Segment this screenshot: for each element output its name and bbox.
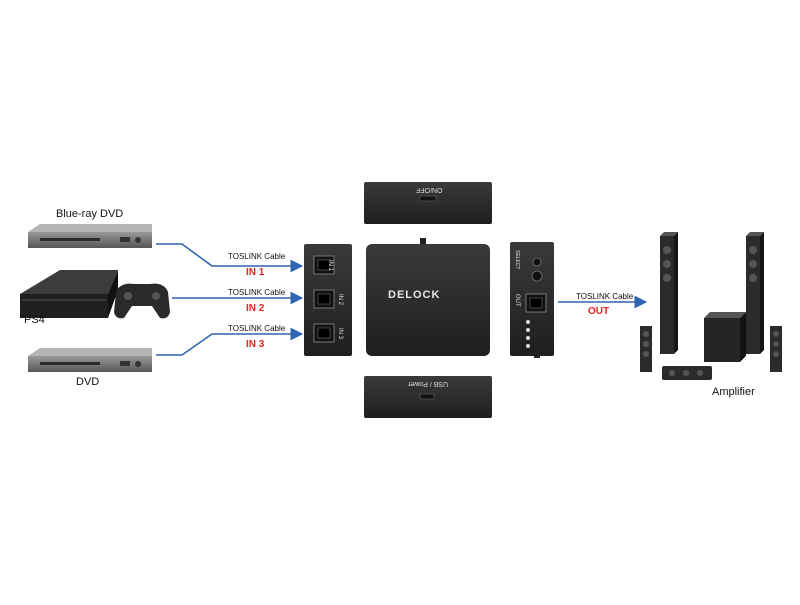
output-panel — [510, 242, 554, 358]
top-panel — [364, 182, 492, 224]
cable-label-in2: TOSLINK Cable — [228, 288, 286, 297]
port-label-in1: IN 1 — [246, 267, 265, 278]
top-panel-label: ON/OFF — [416, 186, 443, 193]
source-label-ps4: PS4 — [24, 314, 45, 326]
bluray-player-icon — [28, 224, 152, 248]
panel-label-in3: IN 3 — [337, 328, 343, 340]
panel-label-in1: IN 1 — [327, 260, 333, 272]
ps4-console-icon — [20, 270, 118, 318]
destination-label-amplifier: Amplifier — [712, 386, 755, 398]
input-panel — [304, 244, 352, 356]
game-controller-icon — [114, 283, 170, 319]
port-label-in2: IN 2 — [246, 303, 265, 314]
input-cables — [156, 243, 304, 356]
cable-label-in3: TOSLINK Cable — [228, 324, 286, 333]
cable-label-in1: TOSLINK Cable — [228, 252, 286, 261]
speaker-system-icon — [640, 232, 782, 380]
switch-box — [366, 238, 490, 356]
port-label-out: OUT — [588, 306, 610, 317]
bottom-panel-label: USB / Power — [408, 380, 449, 387]
out-panel-select-label: SELECT — [514, 250, 520, 270]
cable-label-out: TOSLINK Cable — [576, 292, 634, 301]
out-panel-out-label: OUT — [514, 294, 520, 307]
port-label-in3: IN 3 — [246, 339, 265, 350]
source-label-dvd: DVD — [76, 376, 100, 388]
brand-logo: DELOCK — [388, 289, 441, 301]
source-label-bluray: Blue-ray DVD — [56, 208, 124, 220]
dvd-player-icon — [28, 348, 152, 372]
panel-label-in2: IN 2 — [337, 294, 343, 306]
bottom-panel — [364, 376, 492, 418]
